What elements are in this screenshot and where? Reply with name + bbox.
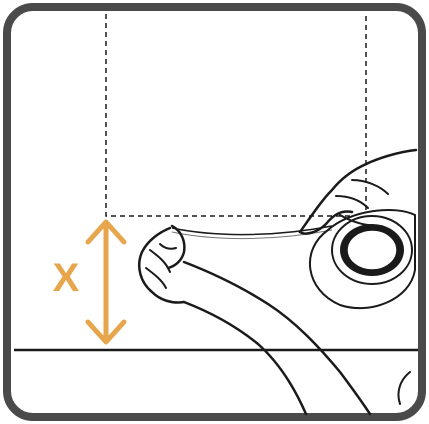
measurement-label: X xyxy=(50,258,82,298)
card-frame xyxy=(7,7,422,417)
